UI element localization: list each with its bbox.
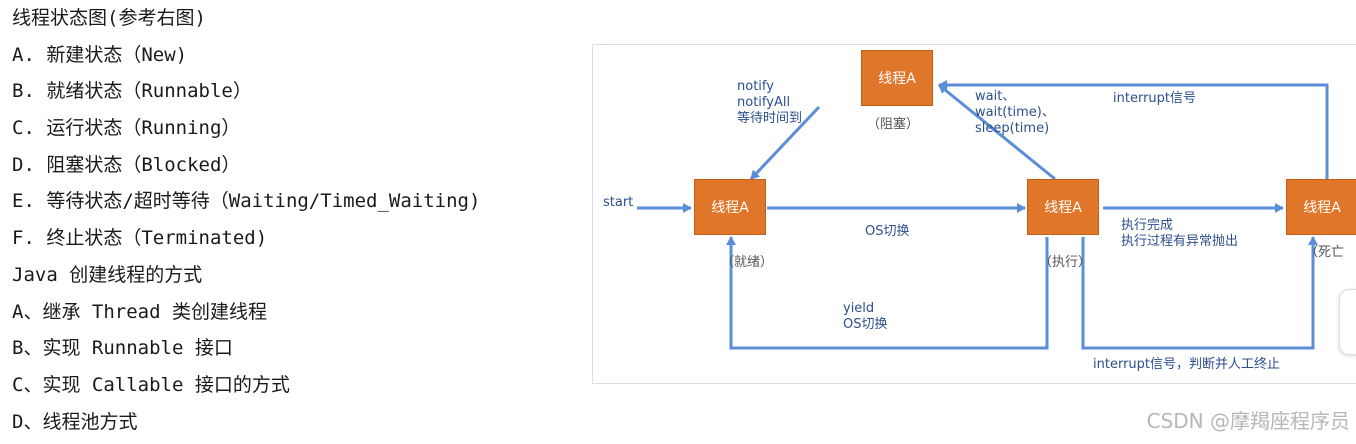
note-create-callable: C、实现 Callable 接口的方式: [12, 373, 290, 396]
arrow-wait: [938, 83, 1056, 181]
note-state-blocked: D. 阻塞状态（Blocked）: [12, 153, 241, 176]
arrow-interrupt-top: [938, 80, 1329, 179]
note-create-runnable: B、实现 Runnable 接口: [12, 337, 233, 360]
note-state-new: A. 新建状态（New): [12, 43, 188, 66]
label-os-switch: OS切换: [865, 224, 910, 239]
label-yield: yield OS切换: [843, 301, 888, 332]
label-interrupt-top: interrupt信号: [1113, 91, 1196, 106]
note-state-terminated: F. 终止状态（Terminated): [12, 227, 268, 250]
note-state-waiting: E. 等待状态/超时等待（Waiting/Timed_Waiting): [12, 190, 481, 213]
label-wait: wait、 wait(time)、 sleep(time): [975, 89, 1055, 136]
note-state-runnable: B. 就绪状态（Runnable）: [12, 80, 252, 103]
note-state-running: C. 运行状态（Running）: [12, 117, 241, 140]
arrow-notify: [749, 105, 821, 181]
diagram-arrows: [637, 80, 1329, 350]
node-dead: 线程A: [1286, 179, 1356, 235]
caption-running: （执行）: [1039, 255, 1092, 270]
note-create-thread: A、继承 Thread 类创建线程: [12, 300, 267, 323]
note-heading: 线程状态图(参考右图): [12, 7, 206, 29]
label-finish: 执行完成 执行过程有异常抛出: [1121, 218, 1239, 249]
note-create-pool: D、线程池方式: [12, 410, 138, 433]
notes-text: 线程状态图(参考右图) A. 新建状态（New) B. 就绪状态（Runnabl…: [12, 4, 480, 444]
caption-ready: （就绪）: [721, 255, 774, 270]
caption-blocked: （阻塞）: [867, 117, 920, 132]
arrow-interrupt-bottom: [1081, 236, 1318, 350]
label-start: start: [603, 195, 634, 210]
label-notify: notify notifyAll 等待时间到: [737, 79, 803, 126]
node-running: 线程A: [1027, 179, 1099, 235]
thread-state-diagram: 线程A （阻塞） 线程A （就绪） 线程A （执行） 线程A （死亡 start…: [592, 44, 1356, 384]
caption-dead: （死亡: [1305, 245, 1345, 260]
label-interrupt-bottom: interrupt信号，判断并人工终止: [1093, 357, 1280, 372]
watermark: CSDN @摩羯座程序员: [1146, 409, 1350, 433]
node-ready: 线程A: [694, 179, 766, 235]
note-create-heading: Java 创建线程的方式: [12, 263, 203, 286]
node-blocked: 线程A: [861, 50, 933, 106]
arrow-yield: [726, 236, 1049, 350]
floating-scroll-handle[interactable]: [1339, 289, 1356, 355]
